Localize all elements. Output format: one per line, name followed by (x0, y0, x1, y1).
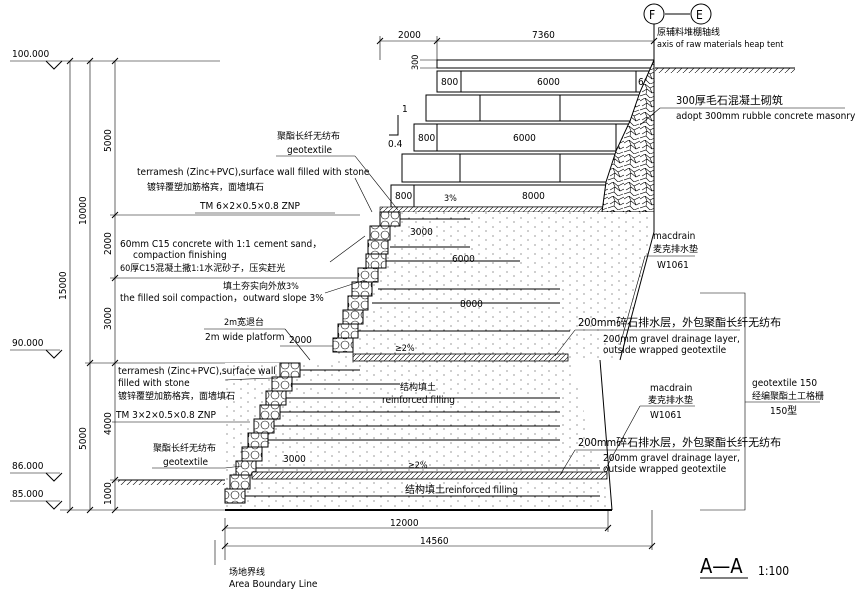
geotextile-150-zh: 经编聚酯土工格栅 (752, 390, 824, 402)
elevation-90: 90.000 (12, 338, 44, 349)
geotextile-bottom-zh: 聚酯长纤无纺布 (153, 442, 216, 454)
terramesh-bottom-zh: 镀锌覆塑加筋格宾，面墙填石 (118, 390, 235, 402)
tm-top-spec: TM 6×2×0.5×0.8 ZNP (199, 201, 301, 212)
macdrain-bottom-en: macdrain (650, 383, 692, 394)
dim-300: 300 (411, 55, 421, 70)
dim-10000: 10000 (78, 196, 89, 225)
elevation-markers: 100.000 90.000 86.000 85.000 (10, 49, 63, 510)
tent-axis-label-zh: 原辅料堆棚轴线 (657, 26, 720, 38)
dim-bottom-14560: 14560 (420, 536, 449, 547)
concrete-en-2: compaction finishing (133, 250, 227, 261)
gravel-top-en-2: outside wrapped geotextile (603, 345, 727, 356)
section-title: A—A 1:100 (700, 554, 789, 579)
axis-markers: F E 原辅料堆棚轴线 axis of raw materials heap t… (643, 3, 783, 230)
ground-lines (118, 67, 795, 485)
macdrain-top-zh: 麦克排水垫 (653, 243, 698, 255)
dim-layer-3000: 3000 (410, 227, 433, 238)
dim-layer-8000: 8000 (460, 299, 483, 310)
reinforced-fill-en: reinforced filling (382, 395, 455, 406)
dim-5000-top: 5000 (103, 129, 114, 152)
macdrain-bottom-code: W1061 (650, 410, 682, 421)
concrete-en-1: 60mm C15 concrete with 1:1 cement sand， (120, 239, 322, 250)
gravel-top-zh: 200mm碎石排水层，外包聚酯长纤无纺布 (578, 315, 781, 329)
right-annotations: 300厚毛石混凝土砌筑 adopt 300mm rubble concrete … (554, 93, 856, 511)
dim-platform-2000: 2000 (289, 335, 312, 346)
dim-1000: 1000 (103, 482, 114, 505)
section-title-label: A—A (700, 554, 743, 578)
geotextile-top-zh: 聚酯长纤无纺布 (277, 130, 340, 142)
axis-e: E (696, 8, 703, 22)
fill-en: the filled soil compaction，outward slope… (120, 293, 324, 304)
terramesh-top-en: terramesh (Zinc+PVC),surface wall filled… (137, 167, 370, 178)
left-annotations: 聚酯长纤无纺布 geotextile terramesh (Zinc+PVC),… (112, 130, 399, 469)
elevation-100: 100.000 (12, 49, 49, 60)
macdrain-bottom-zh: 麦克排水垫 (648, 394, 693, 406)
dim-15000: 15000 (58, 271, 69, 300)
masonry-zh: 300厚毛石混凝土砌筑 (676, 93, 783, 107)
boundary-en: Area Boundary Line (229, 579, 318, 590)
slope-2pct-lower: ≥2% (408, 461, 428, 471)
upper-stepped-blocks: 800 6000 600 800 6000 800 3% 8000 1 0.4 (379, 59, 655, 213)
upper-gabion-stack: 3000 6000 8000 ≥2% 2000 (280, 211, 570, 362)
slope-1: 1 (402, 104, 408, 115)
geotextile-top-en: geotextile (287, 145, 332, 156)
dim-3000: 3000 (103, 307, 114, 330)
macdrain-top-code: W1061 (657, 260, 689, 271)
axis-f: F (649, 8, 655, 22)
reinforced-fill-bottom: 结构填土reinforced filling (405, 483, 518, 496)
boundary-zh: 场地界线 (229, 566, 265, 578)
gravel-bottom-zh: 200mm碎石排水层，外包聚酯长纤无纺布 (578, 435, 781, 449)
dim-6000-b: 6000 (513, 133, 536, 144)
dim-8000: 8000 (522, 191, 545, 202)
geotextile-150-en: geotextile 150 (752, 378, 817, 389)
platform-en: 2m wide platform (205, 332, 285, 343)
dim-5000-bottom: 5000 (78, 427, 89, 450)
geotextile-150-code: 150型 (770, 404, 797, 417)
elevation-85: 85.000 (12, 489, 44, 500)
slope-3pct: 3% (444, 194, 457, 204)
gravel-top-en-1: 200mm gravel drainage layer, (603, 334, 740, 345)
platform-zh: 2m宽退台 (224, 316, 264, 328)
dim-top-7360: 7360 (532, 30, 555, 41)
concrete-zh: 60厚C15混凝土撒1:1水泥砂子，压实赶光 (120, 262, 285, 274)
section-scale: 1:100 (758, 564, 789, 578)
terramesh-bottom-en-2: filled with stone (118, 378, 190, 389)
dim-lower-3000: 3000 (283, 454, 306, 465)
slope-2pct-upper: ≥2% (395, 344, 415, 354)
gravel-bottom-en-1: 200mm gravel drainage layer, (603, 453, 740, 464)
masonry-en: adopt 300mm rubble concrete masonry (676, 111, 856, 122)
dim-800-b: 800 (418, 133, 435, 144)
dim-2000: 2000 (103, 232, 114, 255)
macdrain-top-en: macdrain (653, 231, 695, 242)
dim-top-2000: 2000 (398, 30, 421, 41)
bottom-dimensions: 12000 14560 场地界线 Area Boundary Line (214, 510, 656, 590)
fill-zh: 填土夯实向外放3% (223, 280, 299, 292)
geotextile-bottom-en: geotextile (163, 457, 208, 468)
lower-gabion-stack: 3000 ≥2% 结构填土 reinforced filling 结构填土rei… (224, 362, 608, 504)
dim-800-c: 800 (395, 191, 412, 202)
elevation-86: 86.000 (12, 461, 44, 472)
tent-axis-label-en: axis of raw materials heap tent (657, 40, 783, 50)
dim-4000: 4000 (103, 412, 114, 435)
dim-layer-6000: 6000 (452, 254, 475, 265)
dim-6000-a: 6000 (537, 77, 560, 88)
terramesh-bottom-en-1: terramesh (Zinc+PVC),surface wall (118, 366, 276, 377)
reinforced-fill-zh: 结构填土 (400, 381, 436, 393)
dim-bottom-12000: 12000 (390, 518, 419, 529)
dim-800-a: 800 (441, 77, 458, 88)
terramesh-top-zh: 镀锌覆塑加筋格宾，面墙填石 (147, 181, 264, 193)
gravel-bottom-en-2: outside wrapped geotextile (603, 464, 727, 475)
tm-bottom-spec: TM 3×2×0.5×0.8 ZNP (115, 410, 217, 421)
top-dimensions: 2000 7360 300 (376, 30, 658, 70)
slope-04: 0.4 (388, 139, 403, 150)
